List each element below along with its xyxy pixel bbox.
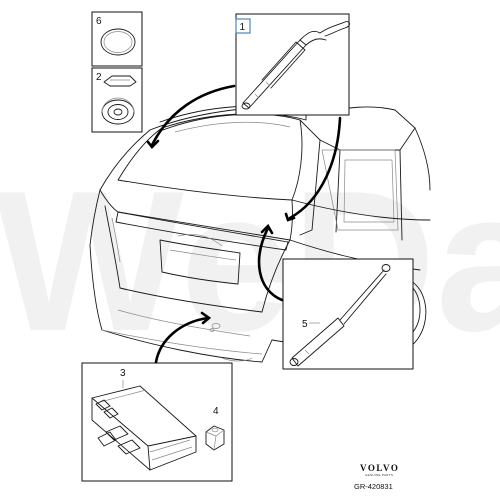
watermark-text: WeDa bbox=[0, 150, 500, 373]
callout-5-label: 5 bbox=[302, 319, 308, 330]
callout-2-label: 2 bbox=[96, 72, 102, 83]
arrow-box3-to-car bbox=[154, 316, 210, 364]
arrowhead-box1-right bbox=[284, 212, 296, 222]
callout-1-frame bbox=[235, 18, 251, 34]
callout-4-label: 4 bbox=[213, 406, 219, 417]
part-box-2: 2 bbox=[91, 67, 143, 133]
gas-support-strut bbox=[289, 264, 391, 367]
connector-clip bbox=[205, 425, 225, 451]
arrowhead-box3 bbox=[200, 311, 212, 325]
callout-6-label: 6 bbox=[96, 16, 102, 27]
brand-logo-text: VOLVO bbox=[360, 463, 399, 473]
location-arrows bbox=[146, 84, 342, 364]
part-box-1: 1 bbox=[235, 13, 350, 116]
arrowhead-box5 bbox=[260, 223, 274, 235]
part-box-3-4: 3 4 bbox=[81, 362, 233, 482]
brand-logo-subtext: GENUINE PARTS bbox=[365, 473, 393, 477]
reference-number: GR-420831 bbox=[354, 482, 393, 491]
grommet bbox=[101, 75, 137, 125]
cover-cap bbox=[100, 28, 136, 56]
arrow-box1-to-tailgate bbox=[288, 116, 342, 220]
arrow-box5-to-car bbox=[257, 226, 284, 302]
part-box-5: 5 bbox=[282, 258, 414, 370]
power-tailgate-spindle bbox=[241, 21, 350, 110]
arrow-box1-to-car bbox=[150, 84, 236, 147]
branding: VOLVO GENUINE PARTS GR-420831 bbox=[354, 463, 399, 491]
part-box-6: 6 bbox=[91, 11, 143, 67]
callout-1-label: 1 bbox=[240, 22, 246, 33]
tailgate-control-module bbox=[91, 385, 197, 471]
callout-3-label: 3 bbox=[120, 368, 126, 379]
arrowhead-box1 bbox=[146, 139, 160, 149]
